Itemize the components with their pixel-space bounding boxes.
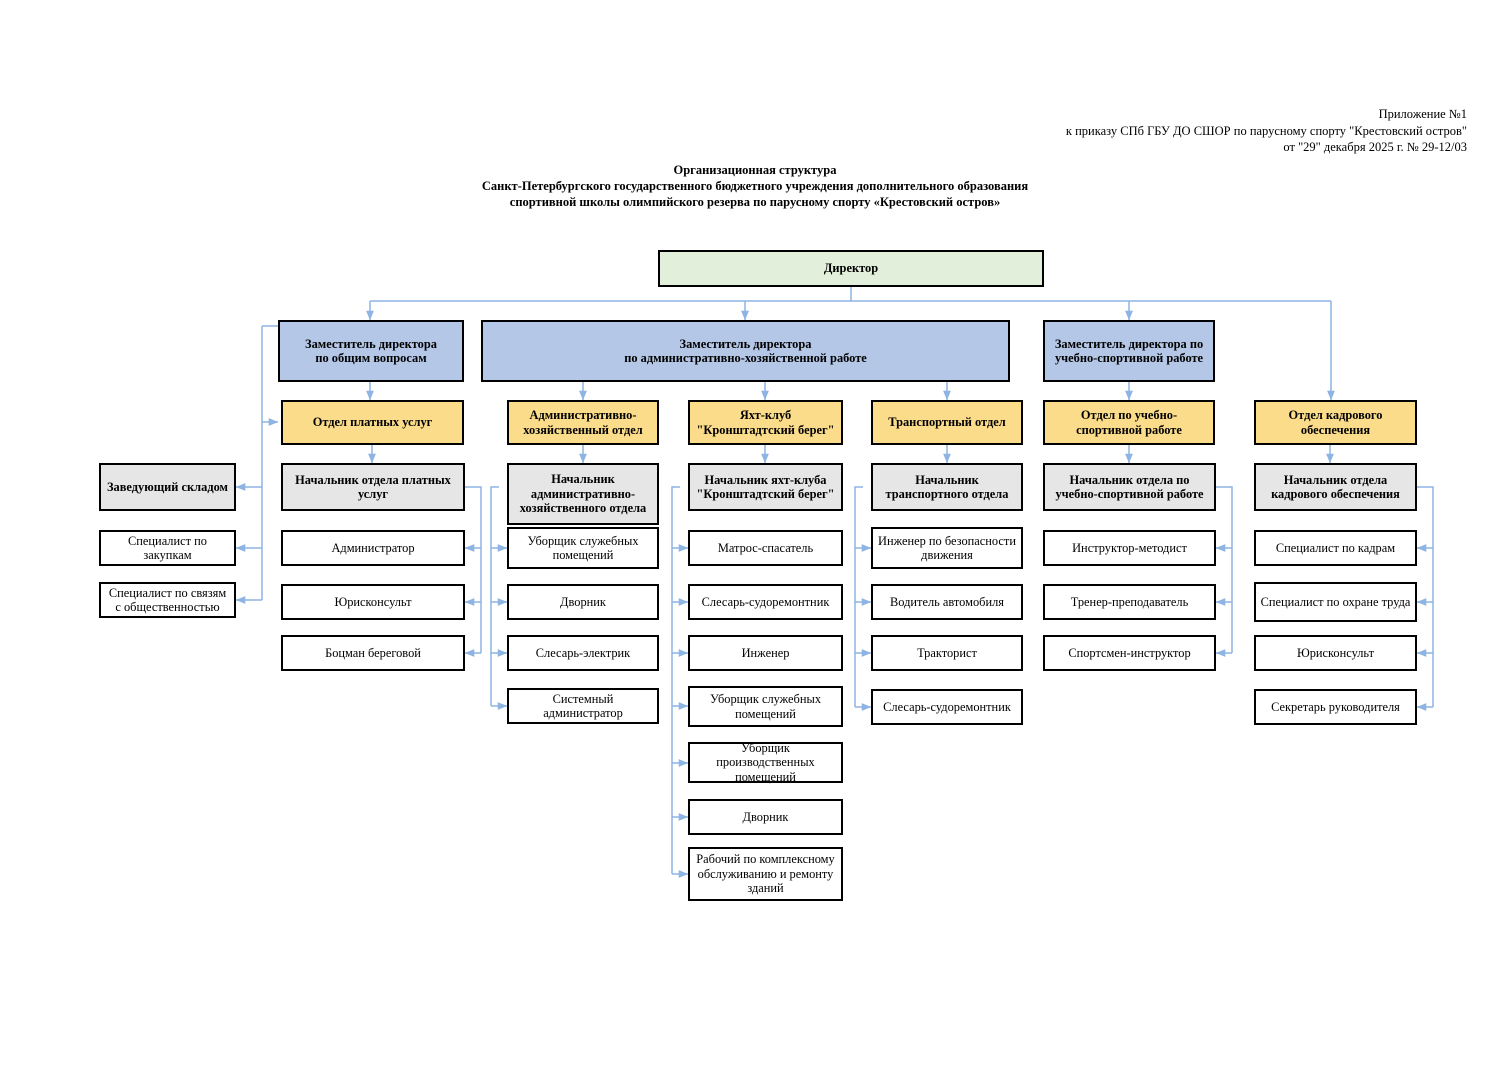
title-line-3: спортивной школы олимпийского резерва по… [509, 195, 1001, 209]
node-label: Яхт-клуб "Кронштадтский берег" [696, 408, 835, 437]
node-department-hr[interactable]: Отдел кадрового обеспечения [1254, 400, 1417, 445]
node-label: Боцман береговой [325, 645, 421, 660]
node-department-yacht-club[interactable]: Яхт-клуб "Кронштадтский берег" [688, 400, 843, 445]
node-label: Слесарь-судоремонтник [883, 699, 1011, 714]
node-label: Рабочий по комплексному обслуживанию и р… [696, 852, 835, 896]
node-label: Специалист по связям с общественностью [108, 585, 227, 615]
node-label: Начальник отдела по учебно-спортивной ра… [1055, 472, 1204, 502]
node-label: Спортсмен-инструктор [1068, 645, 1191, 660]
node-label: Инструктор-методист [1072, 540, 1187, 555]
node-label: Уборщик служебных помещений [527, 533, 639, 563]
staff-yacht-3[interactable]: Уборщик служебных помещений [688, 686, 843, 727]
node-chief-transport[interactable]: Начальник транспортного отдела [871, 463, 1023, 511]
node-label-line-2: по общим вопросам [315, 351, 427, 365]
node-label: Специалист по охране труда [1260, 594, 1411, 609]
header-line-1: Приложение №1 [1378, 107, 1467, 121]
staff-hr-1[interactable]: Специалист по охране труда [1254, 582, 1417, 622]
node-label-line-1: Заместитель директора по [1054, 336, 1204, 351]
node-chief-sport[interactable]: Начальник отдела по учебно-спортивной ра… [1043, 463, 1216, 511]
node-label: Специалист по закупкам [128, 533, 207, 563]
node-label: Начальник транспортного отдела [885, 472, 1009, 502]
node-warehouse-manager[interactable]: Заведующий складом [99, 463, 236, 511]
staff-paid-0[interactable]: Администратор [281, 530, 465, 566]
node-department-sport[interactable]: Отдел по учебно-спортивной работе [1043, 400, 1215, 445]
staff-transport-0[interactable]: Инженер по безопасности движения [871, 527, 1023, 569]
node-label: Начальник яхт-клуба "Кронштадтский берег… [696, 472, 835, 502]
document-header: Приложение №1 к приказу СПб ГБУ ДО СШОР … [567, 106, 1467, 156]
node-department-transport[interactable]: Транспортный отдел [871, 400, 1023, 445]
node-chief-yacht-club[interactable]: Начальник яхт-клуба "Кронштадтский берег… [688, 463, 843, 511]
staff-aho-0[interactable]: Уборщик служебных помещений [507, 527, 659, 569]
node-label: Начальник административно-хозяйственного… [519, 472, 647, 516]
header-line-3: от "29" декабря 2025 г. № 29-12/03 [1283, 140, 1467, 154]
staff-paid-2[interactable]: Боцман береговой [281, 635, 465, 671]
staff-sport-0[interactable]: Инструктор-методист [1043, 530, 1216, 566]
title-line-2: Санкт-Петербургского государственного бю… [481, 179, 1029, 193]
node-label: Дворник [742, 809, 789, 824]
node-label: Системный администратор [543, 691, 623, 721]
node-label: Транспортный отдел [888, 415, 1006, 430]
staff-yacht-1[interactable]: Слесарь-судоремонтник [688, 584, 843, 620]
node-label: Дворник [560, 594, 606, 609]
staff-aho-1[interactable]: Дворник [507, 584, 659, 620]
staff-yacht-5[interactable]: Дворник [688, 799, 843, 835]
node-deputy-general[interactable]: Заместитель директора по общим вопросам [278, 320, 464, 382]
staff-sport-2[interactable]: Спортсмен-инструктор [1043, 635, 1216, 671]
staff-paid-1[interactable]: Юрисконсульт [281, 584, 465, 620]
node-deputy-sport[interactable]: Заместитель директора по учебно-спортивн… [1043, 320, 1215, 382]
staff-yacht-2[interactable]: Инженер [688, 635, 843, 671]
staff-sport-1[interactable]: Тренер-преподаватель [1043, 584, 1216, 620]
node-deputy-administrative[interactable]: Заместитель директора по административно… [481, 320, 1010, 382]
staff-hr-0[interactable]: Специалист по кадрам [1254, 530, 1417, 566]
node-label: Административно-хозяйственный отдел [523, 408, 643, 437]
node-label: Директор [823, 261, 879, 276]
node-label: Уборщик производственных помещений [716, 740, 815, 784]
node-label: Тракторист [917, 645, 977, 660]
node-label: Отдел платных услуг [312, 415, 433, 430]
staff-yacht-6[interactable]: Рабочий по комплексному обслуживанию и р… [688, 847, 843, 901]
node-label: Начальник отдела кадрового обеспечения [1271, 472, 1400, 502]
node-label: Специалист по кадрам [1275, 540, 1396, 555]
page-title: Организационная структура Санкт-Петербур… [355, 162, 1155, 210]
node-label: Отдел кадрового обеспечения [1288, 408, 1383, 437]
staff-warehouse-0[interactable]: Специалист по закупкам [99, 530, 236, 566]
node-director[interactable]: Директор [658, 250, 1044, 287]
node-chief-aho[interactable]: Начальник административно-хозяйственного… [507, 463, 659, 525]
node-chief-hr[interactable]: Начальник отдела кадрового обеспечения [1254, 463, 1417, 511]
staff-yacht-0[interactable]: Матрос-спасатель [688, 530, 843, 566]
staff-aho-3[interactable]: Системный администратор [507, 688, 659, 724]
node-label: Слесарь-судоремонтник [701, 594, 830, 609]
node-chief-paid-services[interactable]: Начальник отдела платных услуг [281, 463, 465, 511]
node-label: Водитель автомобиля [890, 594, 1004, 609]
title-line-1: Организационная структура [673, 163, 837, 177]
node-label: Администратор [331, 540, 415, 555]
node-label: Тренер-преподаватель [1070, 594, 1189, 609]
node-label-line-1: Заместитель директора [679, 336, 812, 351]
staff-warehouse-1[interactable]: Специалист по связям с общественностью [99, 582, 236, 618]
staff-transport-1[interactable]: Водитель автомобиля [871, 584, 1023, 620]
node-label-line-2: по административно-хозяйственной работе [624, 351, 867, 365]
node-label: Отдел по учебно-спортивной работе [1076, 408, 1182, 437]
node-label: Заведующий складом [107, 479, 228, 494]
staff-hr-2[interactable]: Юрисконсульт [1254, 635, 1417, 671]
node-label: Инженер по безопасности движения [878, 533, 1016, 563]
node-label-line-1: Заместитель директора [305, 336, 437, 351]
staff-transport-2[interactable]: Тракторист [871, 635, 1023, 671]
node-label: Секретарь руководителя [1271, 699, 1400, 714]
node-department-paid-services[interactable]: Отдел платных услуг [281, 400, 464, 445]
staff-hr-3[interactable]: Секретарь руководителя [1254, 689, 1417, 725]
header-line-2: к приказу СПб ГБУ ДО СШОР по парусному с… [1065, 123, 1467, 138]
node-label: Инженер [741, 645, 790, 660]
node-label: Юрисконсульт [1296, 645, 1375, 660]
node-label: Начальник отдела платных услуг [295, 472, 451, 502]
node-label: Юрисконсульт [334, 594, 412, 609]
staff-yacht-4[interactable]: Уборщик производственных помещений [688, 740, 843, 784]
node-label: Слесарь-электрик [535, 645, 631, 660]
staff-aho-2[interactable]: Слесарь-электрик [507, 635, 659, 671]
staff-transport-3[interactable]: Слесарь-судоремонтник [871, 689, 1023, 725]
node-label: Матрос-спасатель [717, 540, 814, 555]
node-label-line-2: учебно-спортивной работе [1054, 351, 1204, 365]
node-department-aho[interactable]: Административно-хозяйственный отдел [507, 400, 659, 445]
node-label: Уборщик служебных помещений [709, 692, 822, 721]
